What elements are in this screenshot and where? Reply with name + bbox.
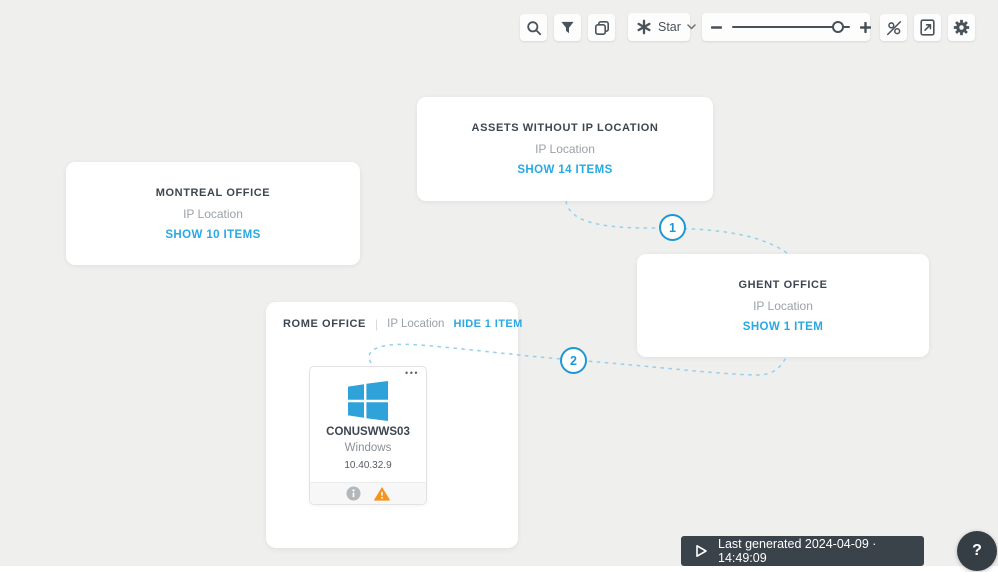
zoom-slider [702, 13, 871, 41]
help-button[interactable]: ? [957, 531, 997, 571]
filter-icon [560, 20, 575, 35]
info-icon[interactable] [346, 486, 361, 501]
filter-button[interactable] [554, 14, 581, 41]
zoom-slider-track[interactable] [732, 20, 850, 34]
group-subtitle: IP Location [183, 206, 243, 221]
asset-os: Windows [344, 442, 392, 454]
multi-view-icon [594, 20, 610, 36]
asset-name: CONUSWWS03 [326, 426, 410, 438]
star-layout-icon [636, 19, 652, 35]
last-generated-text: Last generated 2024-04-09 · 14:49:09 [718, 537, 877, 565]
connector-badge-2[interactable]: 2 [560, 347, 587, 374]
group-title: GHENT OFFICE [738, 278, 828, 291]
group-card-assets-without-ip-location: ASSETS WITHOUT IP LOCATION IP Location S… [417, 97, 713, 201]
percent-slash-icon [886, 20, 902, 36]
asset-card-conuswws03[interactable]: ••• CONUSWWS03 Windows 10.40.32.9 [309, 366, 427, 505]
settings-button[interactable] [948, 14, 975, 41]
search-button[interactable] [520, 14, 547, 41]
zoom-out-icon[interactable] [711, 22, 722, 33]
group-panel-rome-office: ROME OFFICE | IP Location HIDE 1 ITEM ••… [266, 302, 522, 548]
group-title: MONTREAL OFFICE [155, 186, 271, 199]
zoom-slider-handle[interactable] [832, 21, 845, 33]
layout-selector-dropdown[interactable]: Star [628, 13, 696, 41]
group-subtitle: IP Location [387, 318, 445, 330]
layout-selector-label: Star [658, 20, 681, 34]
group-title: ASSETS WITHOUT IP LOCATION [471, 122, 659, 134]
show-items-link[interactable]: SHOW 14 ITEMS [517, 164, 613, 176]
export-report-button[interactable] [914, 14, 941, 41]
group-subtitle: IP Location [535, 142, 595, 156]
connector-badge-1[interactable]: 1 [659, 214, 686, 241]
zoom-in-icon[interactable] [860, 21, 871, 33]
group-subtitle: IP Location [753, 298, 813, 313]
show-items-link[interactable]: SHOW 1 ITEM [742, 320, 824, 333]
hide-items-link[interactable]: HIDE 1 ITEM [453, 318, 523, 330]
asset-ip: 10.40.32.9 [344, 460, 392, 471]
asset-menu-icon[interactable]: ••• [405, 368, 419, 378]
group-card-montreal-office: MONTREAL OFFICE IP Location SHOW 10 ITEM… [66, 162, 360, 265]
warning-icon[interactable] [374, 486, 390, 501]
hide-percentages-button[interactable] [880, 14, 907, 41]
group-card-ghent-office: GHENT OFFICE IP Location SHOW 1 ITEM [637, 254, 929, 357]
windows-logo-icon [345, 381, 391, 426]
asset-status-footer [310, 482, 426, 504]
group-panel-header: ROME OFFICE | IP Location HIDE 1 ITEM [266, 302, 522, 331]
search-icon [526, 20, 542, 36]
gear-icon [953, 19, 970, 36]
chevron-down-icon [687, 24, 696, 30]
last-generated-bar[interactable]: Last generated 2024-04-09 · 14:49:09 [681, 536, 924, 566]
show-items-link[interactable]: SHOW 10 ITEMS [165, 228, 261, 241]
export-report-icon [920, 19, 935, 36]
multi-view-button[interactable] [588, 14, 615, 41]
group-title: ROME OFFICE [283, 318, 366, 330]
play-icon[interactable] [695, 544, 708, 558]
header-divider: | [375, 317, 379, 331]
